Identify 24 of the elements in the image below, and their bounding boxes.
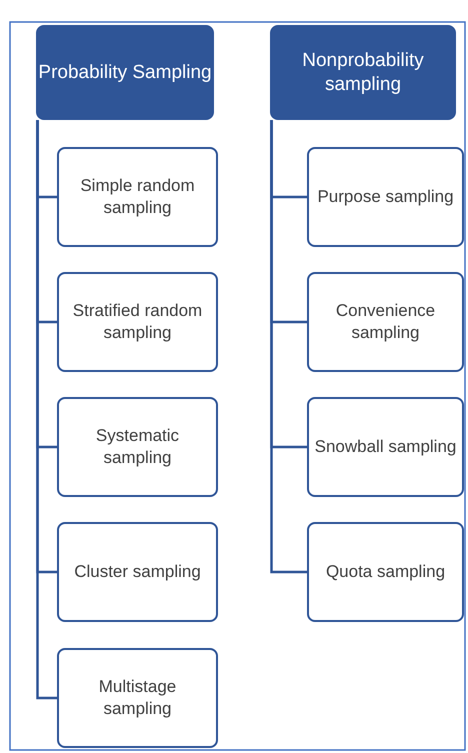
method-box [57,147,218,247]
method-box [57,648,218,748]
category-title: Nonprobability sampling [301,48,425,96]
category-header-box [36,25,214,120]
method-label: Simple random sampling [79,174,196,219]
method-label: Stratified random sampling [72,300,204,344]
category-header-box [270,25,456,120]
method-box [307,397,464,497]
category-title: Probability Sampling [38,60,212,84]
connector-line [36,120,57,700]
method-label: Systematic sampling [94,424,180,469]
method-box [307,522,464,622]
connector-line [270,120,307,574]
method-box [57,522,218,622]
method-label: Quota sampling [326,560,446,583]
method-box [57,397,218,497]
method-label: Purpose sampling [317,186,454,208]
method-label: Convenience sampling [334,300,436,344]
method-label: Cluster sampling [74,560,201,583]
method-box [307,272,464,372]
method-box [57,272,218,372]
method-label: Snowball sampling [314,436,456,458]
method-label: Multistage sampling [98,676,178,720]
method-box [307,147,464,247]
